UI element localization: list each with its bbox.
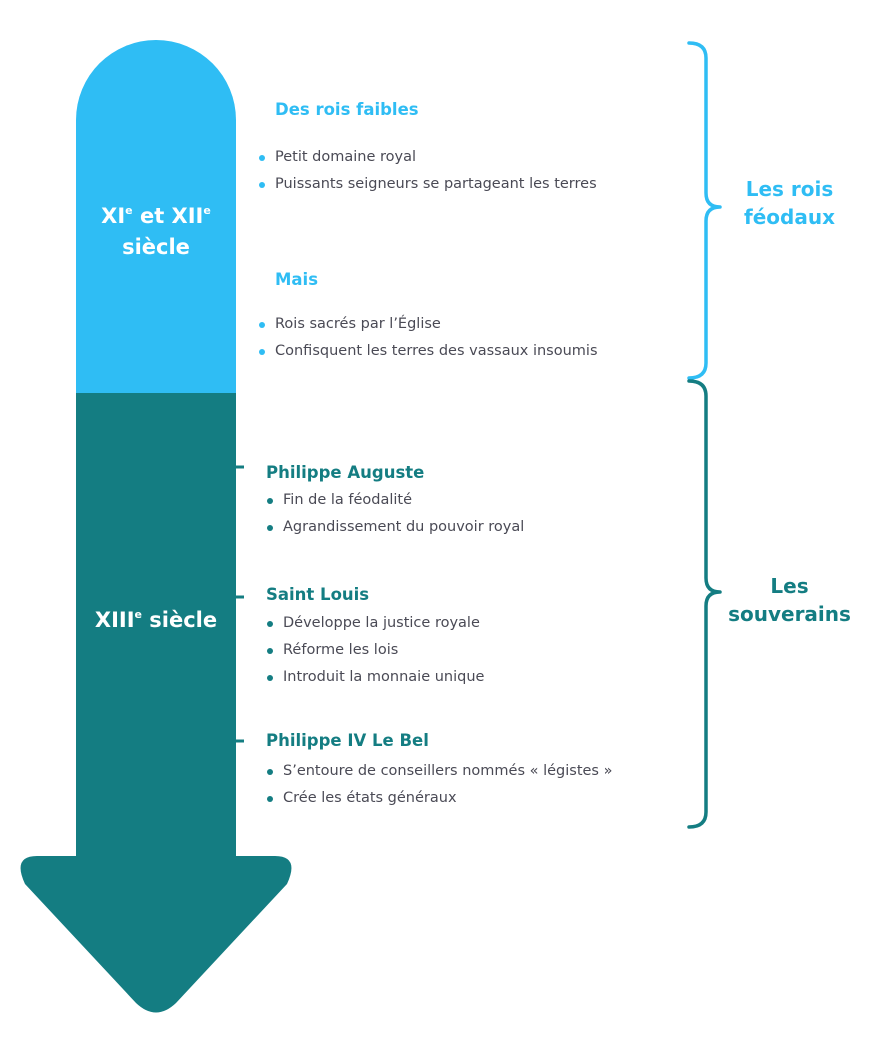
bullet-dot	[267, 769, 273, 775]
group-label-souverains: Les souverains	[728, 574, 851, 626]
list-item: Puissants seigneurs se partageant les te…	[258, 171, 597, 198]
bullet-dot	[267, 525, 273, 531]
group-label-rois-feodaux: Les rois féodaux	[744, 177, 835, 229]
list-item: Agrandissement du pouvoir royal	[266, 514, 524, 541]
late-period-arrow	[20, 393, 292, 1013]
era-label-xi-xii-line2: siècle	[122, 235, 190, 259]
list-item: S’entoure de conseillers nommés « légist…	[266, 758, 612, 785]
section-heading-rois-faibles: Des rois faibles	[275, 100, 419, 119]
era-label-xi-xii: XIe et XIIe siècle	[76, 201, 236, 263]
list-item: Fin de la féodalité	[266, 487, 524, 514]
king-heading-saint-louis: Saint Louis	[266, 585, 370, 604]
list-item: Développe la justice royale	[266, 610, 484, 637]
king-bullets-philippe-auguste: Fin de la féodalité Agrandissement du po…	[266, 487, 524, 541]
bullet-dot	[267, 621, 273, 627]
era-label-xiii: XIIIe siècle	[76, 605, 236, 636]
list-item: Rois sacrés par l’Église	[258, 311, 598, 338]
bullet-dot	[259, 349, 265, 355]
list-item: Petit domaine royal	[258, 144, 597, 171]
section-bullets-rois-faibles: Petit domaine royal Puissants seigneurs …	[258, 144, 597, 198]
bullet-dot	[259, 182, 265, 188]
list-item: Introduit la monnaie unique	[266, 664, 484, 691]
early-period-band	[76, 40, 236, 393]
list-item: Réforme les lois	[266, 637, 484, 664]
list-item: Confisquent les terres des vassaux insou…	[258, 338, 598, 365]
bullet-dot	[267, 796, 273, 802]
king-heading-philippe-iv: Philippe IV Le Bel	[266, 731, 429, 750]
list-item: Crée les états généraux	[266, 785, 612, 812]
bullet-dot	[259, 322, 265, 328]
king-bullets-saint-louis: Développe la justice royale Réforme les …	[266, 610, 484, 691]
section-bullets-mais: Rois sacrés par l’Église Confisquent les…	[258, 311, 598, 365]
bullet-dot	[259, 155, 265, 161]
bullet-dot	[267, 648, 273, 654]
era-label-xiii-line: XIIIe siècle	[94, 608, 218, 632]
king-heading-philippe-auguste: Philippe Auguste	[266, 463, 425, 482]
brace-rois-feodaux	[687, 41, 722, 380]
era-label-xi-xii-line1: XIe et XIIe	[101, 204, 211, 228]
bullet-dot	[267, 498, 273, 504]
section-heading-mais: Mais	[275, 270, 319, 289]
brace-souverains	[687, 379, 722, 829]
bullet-dot	[267, 675, 273, 681]
king-bullets-philippe-iv: S’entoure de conseillers nommés « légist…	[266, 758, 612, 812]
